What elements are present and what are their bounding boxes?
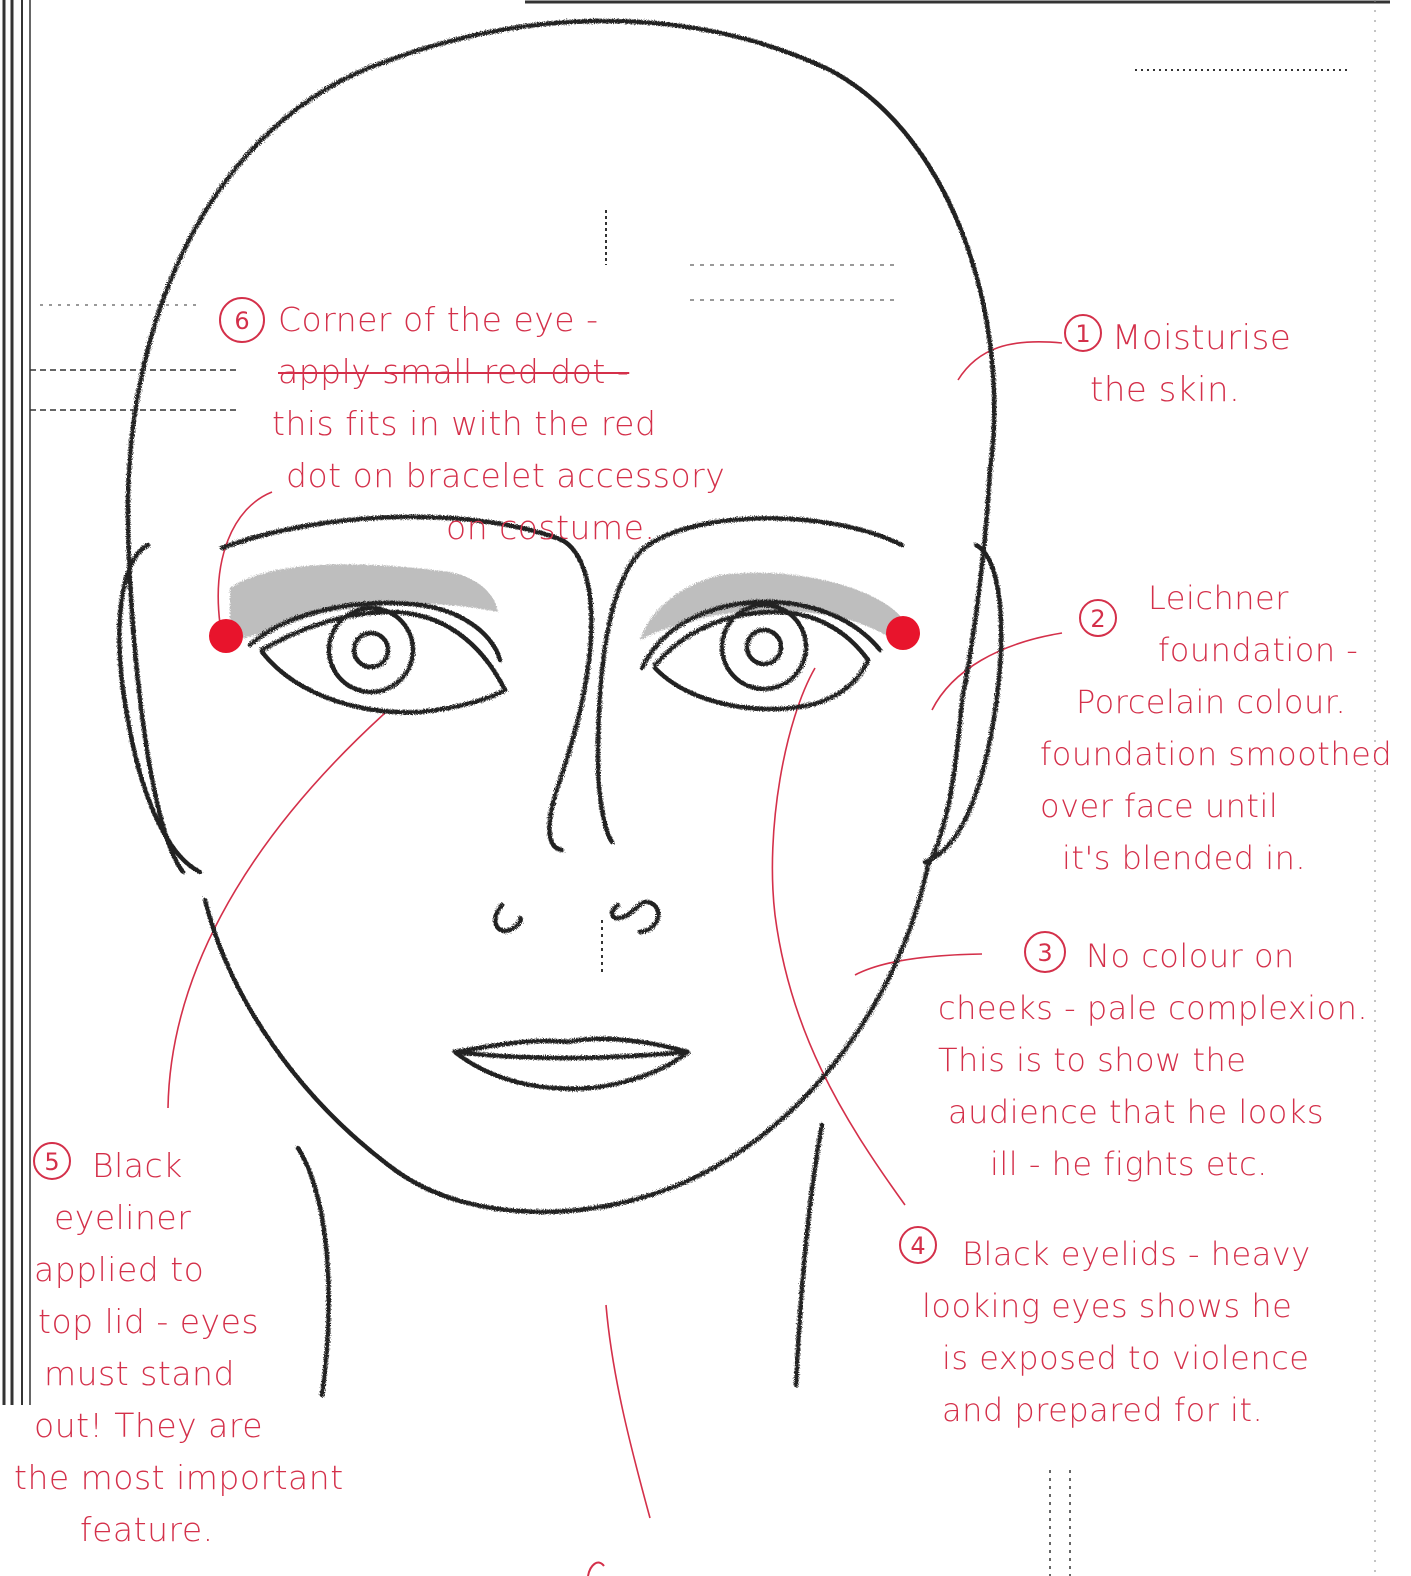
annotation-1: Moisturise the skin. <box>1112 312 1291 416</box>
annotation-6-line-3: this fits in with the red <box>272 398 725 450</box>
annotation-3-line-3: This is to show the <box>938 1034 1368 1086</box>
annotation-2: Leichner foundation - Porcelain colour. … <box>1040 572 1392 884</box>
annotation-3: No colour on cheeks - pale complexion. T… <box>938 930 1368 1190</box>
right-nostril <box>612 902 658 932</box>
annotation-3-line-4: audience that he looks <box>948 1086 1368 1138</box>
step-number-1: 1 <box>1075 320 1090 348</box>
annotation-5-line-5: must stand <box>44 1348 344 1400</box>
left-nostril <box>495 905 520 931</box>
step-number-6: 6 <box>234 307 249 335</box>
leader-4 <box>772 668 905 1205</box>
bottom-partial-mark <box>588 1563 604 1576</box>
leader-1 <box>958 342 1062 380</box>
left-eye <box>250 603 505 712</box>
annotation-4-line-3: is exposed to violence <box>942 1332 1311 1384</box>
annotation-5: Black eyeliner applied to top lid - eyes… <box>14 1140 344 1556</box>
annotation-3-line-5: ill - he fights etc. <box>990 1138 1368 1190</box>
annotation-5-line-1: Black <box>92 1140 344 1192</box>
eyes <box>250 602 880 713</box>
annotation-3-line-2: cheeks - pale complexion. <box>938 982 1368 1034</box>
annotation-1-line-1: Moisturise <box>1112 312 1291 364</box>
annotation-4-line-1: Black eyelids - heavy <box>962 1228 1311 1280</box>
annotation-3-line-1: No colour on <box>1086 930 1368 982</box>
annotation-2-line-2: foundation - <box>1158 624 1392 676</box>
annotation-5-line-8: feature. <box>80 1504 344 1556</box>
annotation-1-line-2: the skin. <box>1090 364 1291 416</box>
leader-bottom <box>606 1305 650 1518</box>
annotation-6-line-4: dot on bracelet accessory <box>286 450 725 502</box>
annotation-2-line-1: Leichner <box>1148 572 1392 624</box>
annotation-6-line-2: apply small red dot - <box>278 346 725 398</box>
annotation-5-line-3: applied to <box>34 1244 344 1296</box>
annotation-2-line-6: it's blended in. <box>1062 832 1392 884</box>
annotation-5-line-4: top lid - eyes <box>38 1296 344 1348</box>
annotation-2-line-4: foundation smoothed <box>1040 728 1392 780</box>
annotation-4: Black eyelids - heavy looking eyes shows… <box>922 1228 1311 1436</box>
annotation-4-line-4: and prepared for it. <box>942 1384 1311 1436</box>
upper-lip <box>455 1039 688 1058</box>
annotation-2-line-3: Porcelain colour. <box>1076 676 1392 728</box>
left-red-dot <box>209 619 243 653</box>
annotation-5-line-2: eyeliner <box>54 1192 344 1244</box>
annotation-5-line-7: the most important <box>14 1452 344 1504</box>
annotation-5-line-6: out! They are <box>34 1400 344 1452</box>
neck-right <box>796 1125 822 1385</box>
annotation-6-line-1: Corner of the eye - <box>278 294 725 346</box>
annotation-2-line-5: over face until <box>1040 780 1392 832</box>
right-red-dot <box>886 616 920 650</box>
annotation-6: Corner of the eye - apply small red dot … <box>278 294 725 554</box>
left-brow <box>222 517 591 850</box>
annotation-4-line-2: looking eyes shows he <box>922 1280 1311 1332</box>
red-corner-dots <box>209 616 920 653</box>
annotation-6-line-5: on costume. <box>446 502 725 554</box>
